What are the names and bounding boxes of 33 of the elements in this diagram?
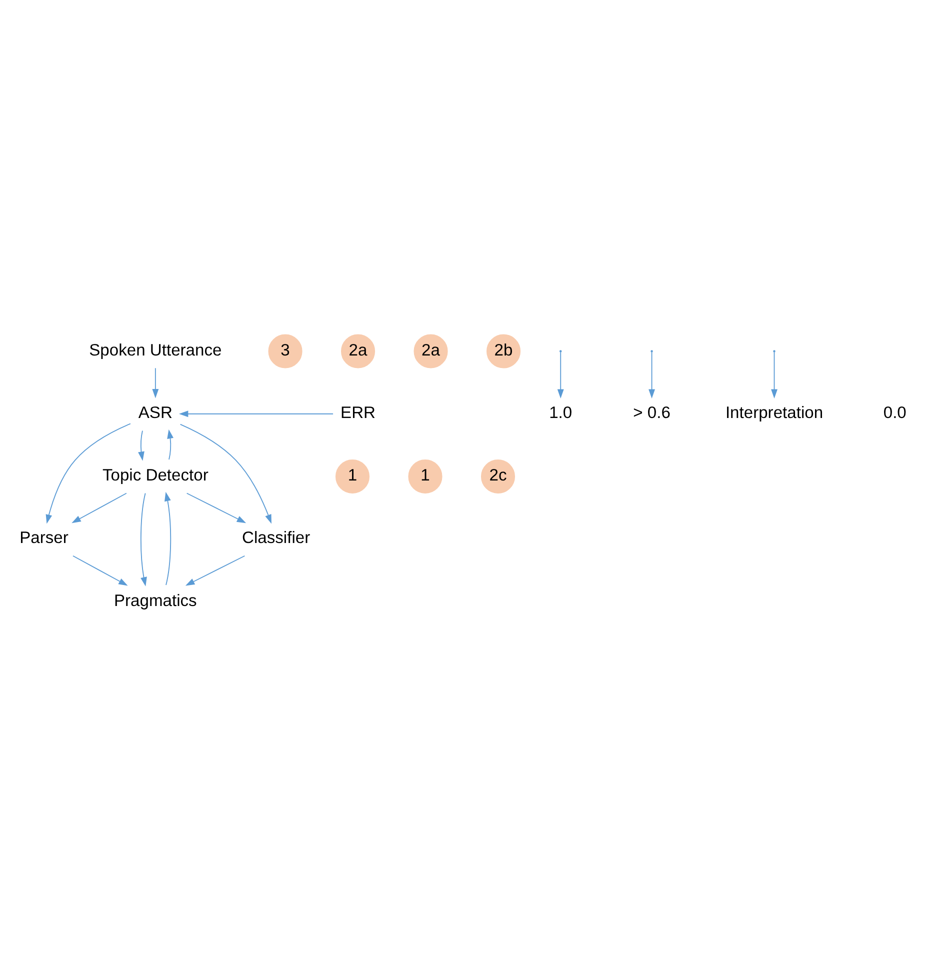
node-text: Spoken Utterance	[89, 340, 222, 360]
arrow	[138, 430, 144, 461]
arrow	[164, 492, 172, 586]
node-text: Interpretation	[725, 402, 824, 422]
arrow	[167, 429, 174, 460]
arrow	[140, 492, 147, 586]
node-circle: 2a	[414, 334, 448, 368]
node-circle: 1	[408, 459, 442, 494]
node-text: > 0.6	[633, 402, 670, 422]
arrow	[180, 424, 272, 524]
arrow	[178, 410, 334, 418]
arrow	[152, 368, 159, 398]
arrow	[72, 555, 128, 586]
node-circle: 1	[335, 459, 370, 494]
node-text: Parser	[20, 528, 68, 548]
arrow	[46, 423, 131, 524]
node-text: ERR	[340, 402, 376, 422]
node-circle: 3	[268, 334, 302, 368]
node-text: ASR	[138, 402, 172, 422]
node-circle: 2b	[486, 334, 521, 368]
node-circle: 2a	[341, 334, 376, 368]
node-text: Topic Detector	[102, 466, 208, 485]
label: 0.0	[883, 402, 906, 422]
arrow	[185, 555, 246, 586]
arrow	[648, 352, 656, 398]
arrow	[186, 492, 246, 524]
arrow	[557, 352, 564, 398]
node-text: 1.0	[549, 402, 572, 422]
node-text: Pragmatics	[114, 590, 197, 610]
node-text: Classifier	[242, 528, 310, 548]
node-circle: 2c	[480, 459, 516, 494]
arrow	[771, 352, 778, 398]
arrow	[72, 492, 127, 524]
